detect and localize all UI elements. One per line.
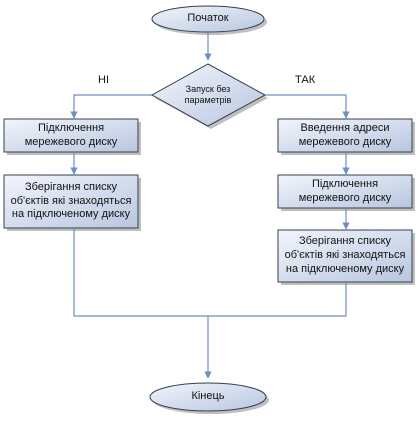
branch-yes-label: ТАК xyxy=(295,74,316,86)
left-step-2-label: Зберігання списку об'єктів які знаходять… xyxy=(10,180,132,221)
decision-diamond xyxy=(150,63,268,129)
branch-no-label: НІ xyxy=(98,74,109,86)
right-step-2-box xyxy=(277,174,415,211)
left-step-2-box xyxy=(3,174,141,231)
right-step-1-box xyxy=(277,118,415,155)
connector-right-merge xyxy=(208,283,347,317)
end-terminator xyxy=(149,382,269,414)
connector-decision-right xyxy=(264,94,350,119)
right-step-2-label: Підключення мережевого диску xyxy=(298,177,392,204)
connectors xyxy=(70,33,350,379)
right-step-1-label: Введення адреси мережевого диску xyxy=(298,121,392,148)
start-label: Початок xyxy=(187,12,229,25)
connector-decision-left xyxy=(70,94,153,119)
left-step-1-label: Підключення мережевого диску xyxy=(24,121,118,148)
connector-left-merge xyxy=(73,229,208,317)
start-terminator xyxy=(151,5,267,35)
left-step-1-box xyxy=(3,118,141,155)
decision-label: Запуск без параметрів xyxy=(184,83,232,105)
right-step-3-label: Зберігання списку об'єктів які знаходять… xyxy=(284,235,406,275)
right-step-3-box xyxy=(277,229,415,285)
end-label: Кінець xyxy=(191,390,225,403)
